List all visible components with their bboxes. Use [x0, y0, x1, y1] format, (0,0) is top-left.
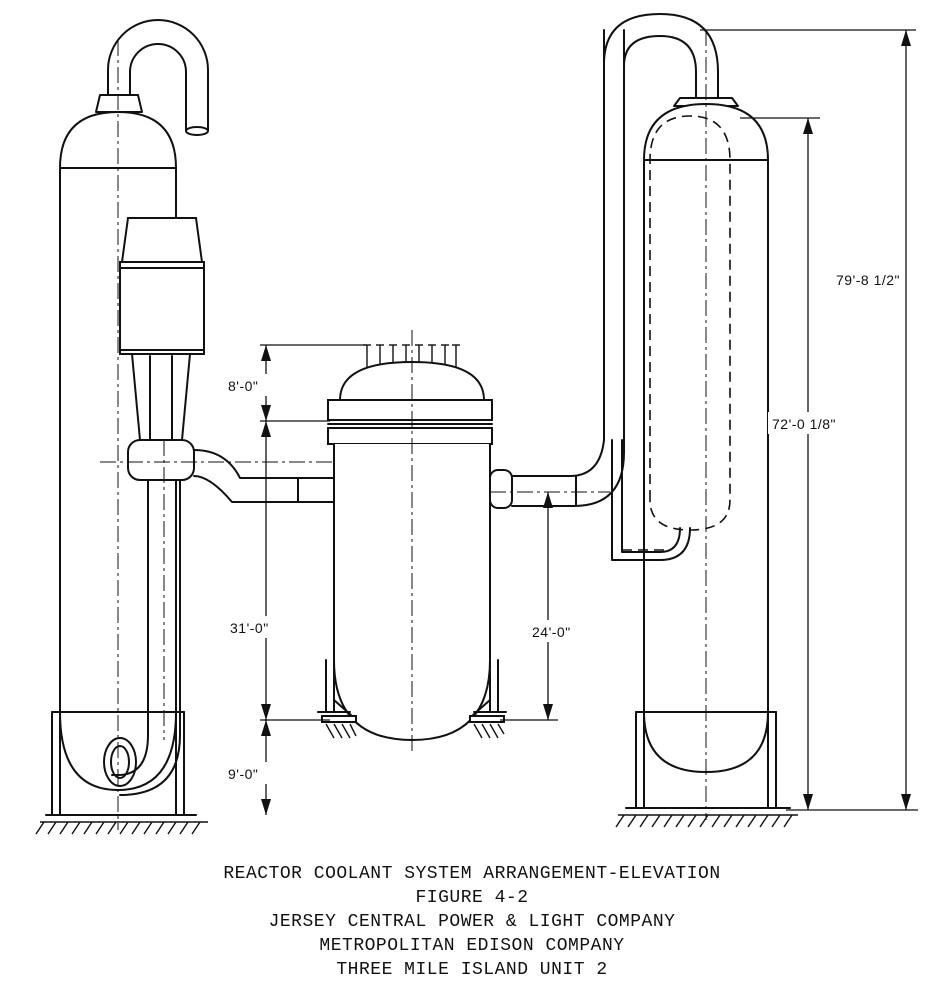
caption-plant: THREE MILE ISLAND UNIT 2	[336, 960, 608, 980]
caption-title: REACTOR COOLANT SYSTEM ARRANGEMENT-ELEVA…	[223, 864, 721, 884]
ground-left	[35, 821, 208, 835]
caption-company-2: METROPOLITAN EDISON COMPANY	[319, 936, 625, 956]
caption-figure-number: FIGURE 4-2	[415, 888, 529, 908]
head-height-label: 8'-0"	[228, 378, 258, 394]
hot-leg-pipe	[490, 29, 625, 507]
overall-height-label: 79'-8 1/2"	[836, 272, 900, 288]
nozzle-elevation-label: 24'-0"	[532, 624, 571, 640]
dimension-vessel-height: 31'-0"	[226, 421, 302, 720]
support-height-label: 9'-0"	[228, 766, 258, 782]
dimension-head-height: 8'-0"	[224, 345, 294, 421]
caption-company-1: JERSEY CENTRAL POWER & LIGHT COMPANY	[268, 912, 676, 932]
reactor-vessel	[317, 330, 513, 752]
steam-generator-height-label: 72'-0 1/8"	[772, 416, 836, 432]
dimension-steam-generator-height: 72'-0 1/8"	[768, 118, 854, 810]
dimension-overall-height: 79'-8 1/2"	[832, 30, 911, 810]
ground-right	[615, 814, 798, 828]
reactor-coolant-pump	[103, 217, 205, 796]
vessel-height-label: 31'-0"	[230, 620, 269, 636]
dimension-support-height: 9'-0"	[224, 720, 296, 815]
figure-caption: REACTOR COOLANT SYSTEM ARRANGEMENT-ELEVA…	[0, 862, 944, 982]
dimension-nozzle-elevation: 24'-0"	[528, 492, 608, 720]
right-steam-generator	[603, 13, 791, 820]
